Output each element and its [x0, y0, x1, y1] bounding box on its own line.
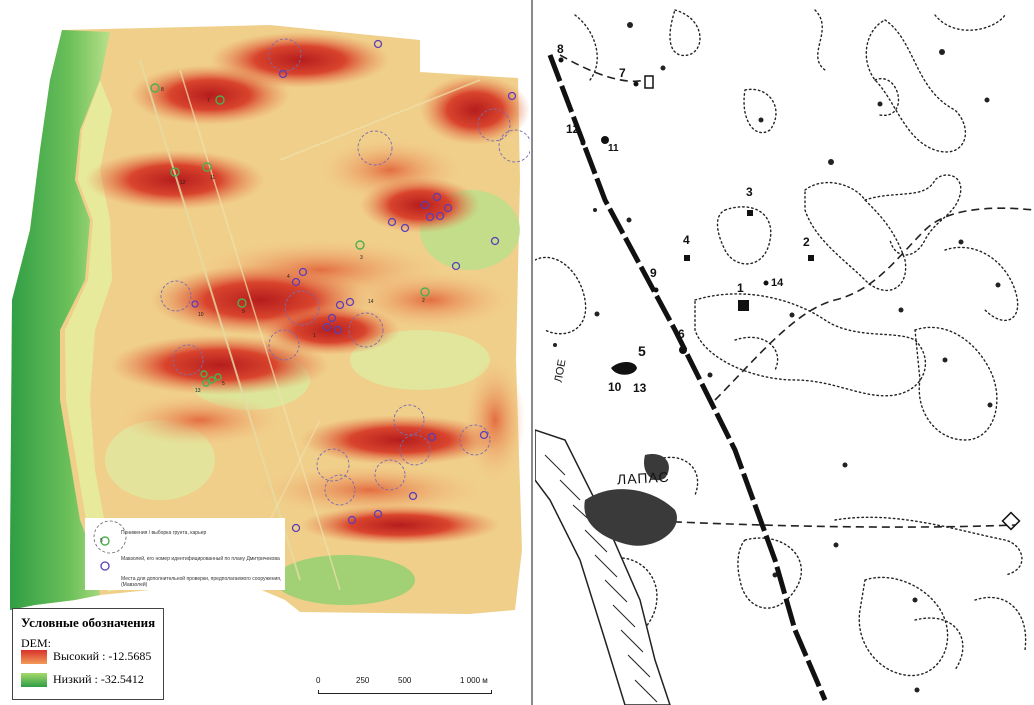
dem-label-4: 4 [287, 274, 290, 280]
sketch-label-3: 3 [746, 185, 753, 199]
legend-high-label: Высокий : -12.5685 [53, 649, 152, 663]
dashed-circle-icon [93, 520, 127, 554]
sketch-label-6: 6 [678, 327, 685, 341]
dem-map [10, 25, 530, 614]
lapas-marsh [584, 489, 677, 546]
dem-map-panel: 8 7 12 11 3 4 9 10 14 1 2 5 13 Понижения… [10, 25, 530, 700]
green-circle-number: 5 [100, 538, 103, 544]
dem-label-9: 9 [242, 309, 245, 315]
sketch-points [558, 57, 1021, 531]
sketch-label-11: 11 [608, 143, 619, 154]
sketch-label-2: 2 [803, 235, 810, 249]
mausoleum-markers [100, 83, 430, 546]
dem-label-10: 10 [198, 312, 204, 318]
scale-tick-0: 0 [316, 676, 321, 685]
scale-tick-1000: 1 000 м [460, 676, 488, 685]
legend-title: Условные обозначения [21, 615, 156, 630]
legend-low-swatch [21, 673, 47, 687]
sketch-label-10: 10 [608, 380, 622, 394]
dem-label-12: 12 [180, 180, 186, 186]
dem-label-8: 8 [161, 87, 164, 93]
sketch-label-5: 5 [638, 343, 646, 359]
dem-label-14: 14 [368, 299, 374, 305]
map-legend: Условные обозначения DEM: Высокий : -12.… [12, 608, 164, 700]
legend-low-label: Низкий : -32.5412 [53, 672, 144, 686]
shrub-symbols [553, 22, 1001, 693]
inset-legend: Понижения / выборка грунта, карьер 5 Мав… [85, 518, 285, 588]
lapas-label: ЛАПАС [616, 468, 670, 488]
sketch-map-panel: 8 7 12 11 3 2 4 9 1 14 6 5 10 13 ЛАПАС Л… [535, 0, 1034, 705]
inset-legend-mausoleum: Мавзолей, его номер идентифицированный п… [121, 556, 280, 562]
sketch-label-9: 9 [650, 266, 657, 280]
sketch-label-12: 12 [566, 122, 580, 136]
sketch-label-1: 1 [737, 281, 744, 295]
panel-divider [531, 0, 533, 705]
dashed-tracks [559, 54, 1034, 528]
dem-label-3: 3 [360, 255, 363, 261]
depression-markers [160, 38, 530, 506]
river-floodplain [10, 30, 110, 610]
sketch-label-7: 7 [619, 66, 626, 80]
check-markers [100, 39, 517, 571]
dotted-contours [535, 9, 1027, 677]
dem-label-11: 11 [210, 175, 216, 181]
dem-label-1: 1 [313, 333, 316, 339]
legend-high-swatch [21, 650, 47, 664]
main-road [547, 54, 828, 701]
inset-legend-check: Места для дополнительной проверки, предп… [121, 576, 282, 588]
scale-tick-500: 500 [398, 676, 412, 685]
sketch-label-14: 14 [771, 277, 784, 289]
sketch-map [535, 9, 1034, 705]
dem-label-2: 2 [422, 298, 425, 304]
scale-line [318, 690, 492, 694]
legend-dem-label: DEM: [21, 636, 51, 650]
dem-label-7: 7 [207, 98, 210, 104]
scale-tick-250: 250 [356, 676, 370, 685]
sketch-label-4: 4 [683, 233, 690, 247]
sketch-label-8: 8 [557, 42, 564, 56]
scale-bar: 0 250 500 1 000 м [312, 676, 502, 700]
sketch-label-13: 13 [633, 381, 647, 395]
dem-label-5: 5 [222, 381, 225, 387]
inset-legend-depression: Понижения / выборка грунта, карьер [121, 530, 207, 536]
dem-label-13: 13 [195, 388, 201, 394]
